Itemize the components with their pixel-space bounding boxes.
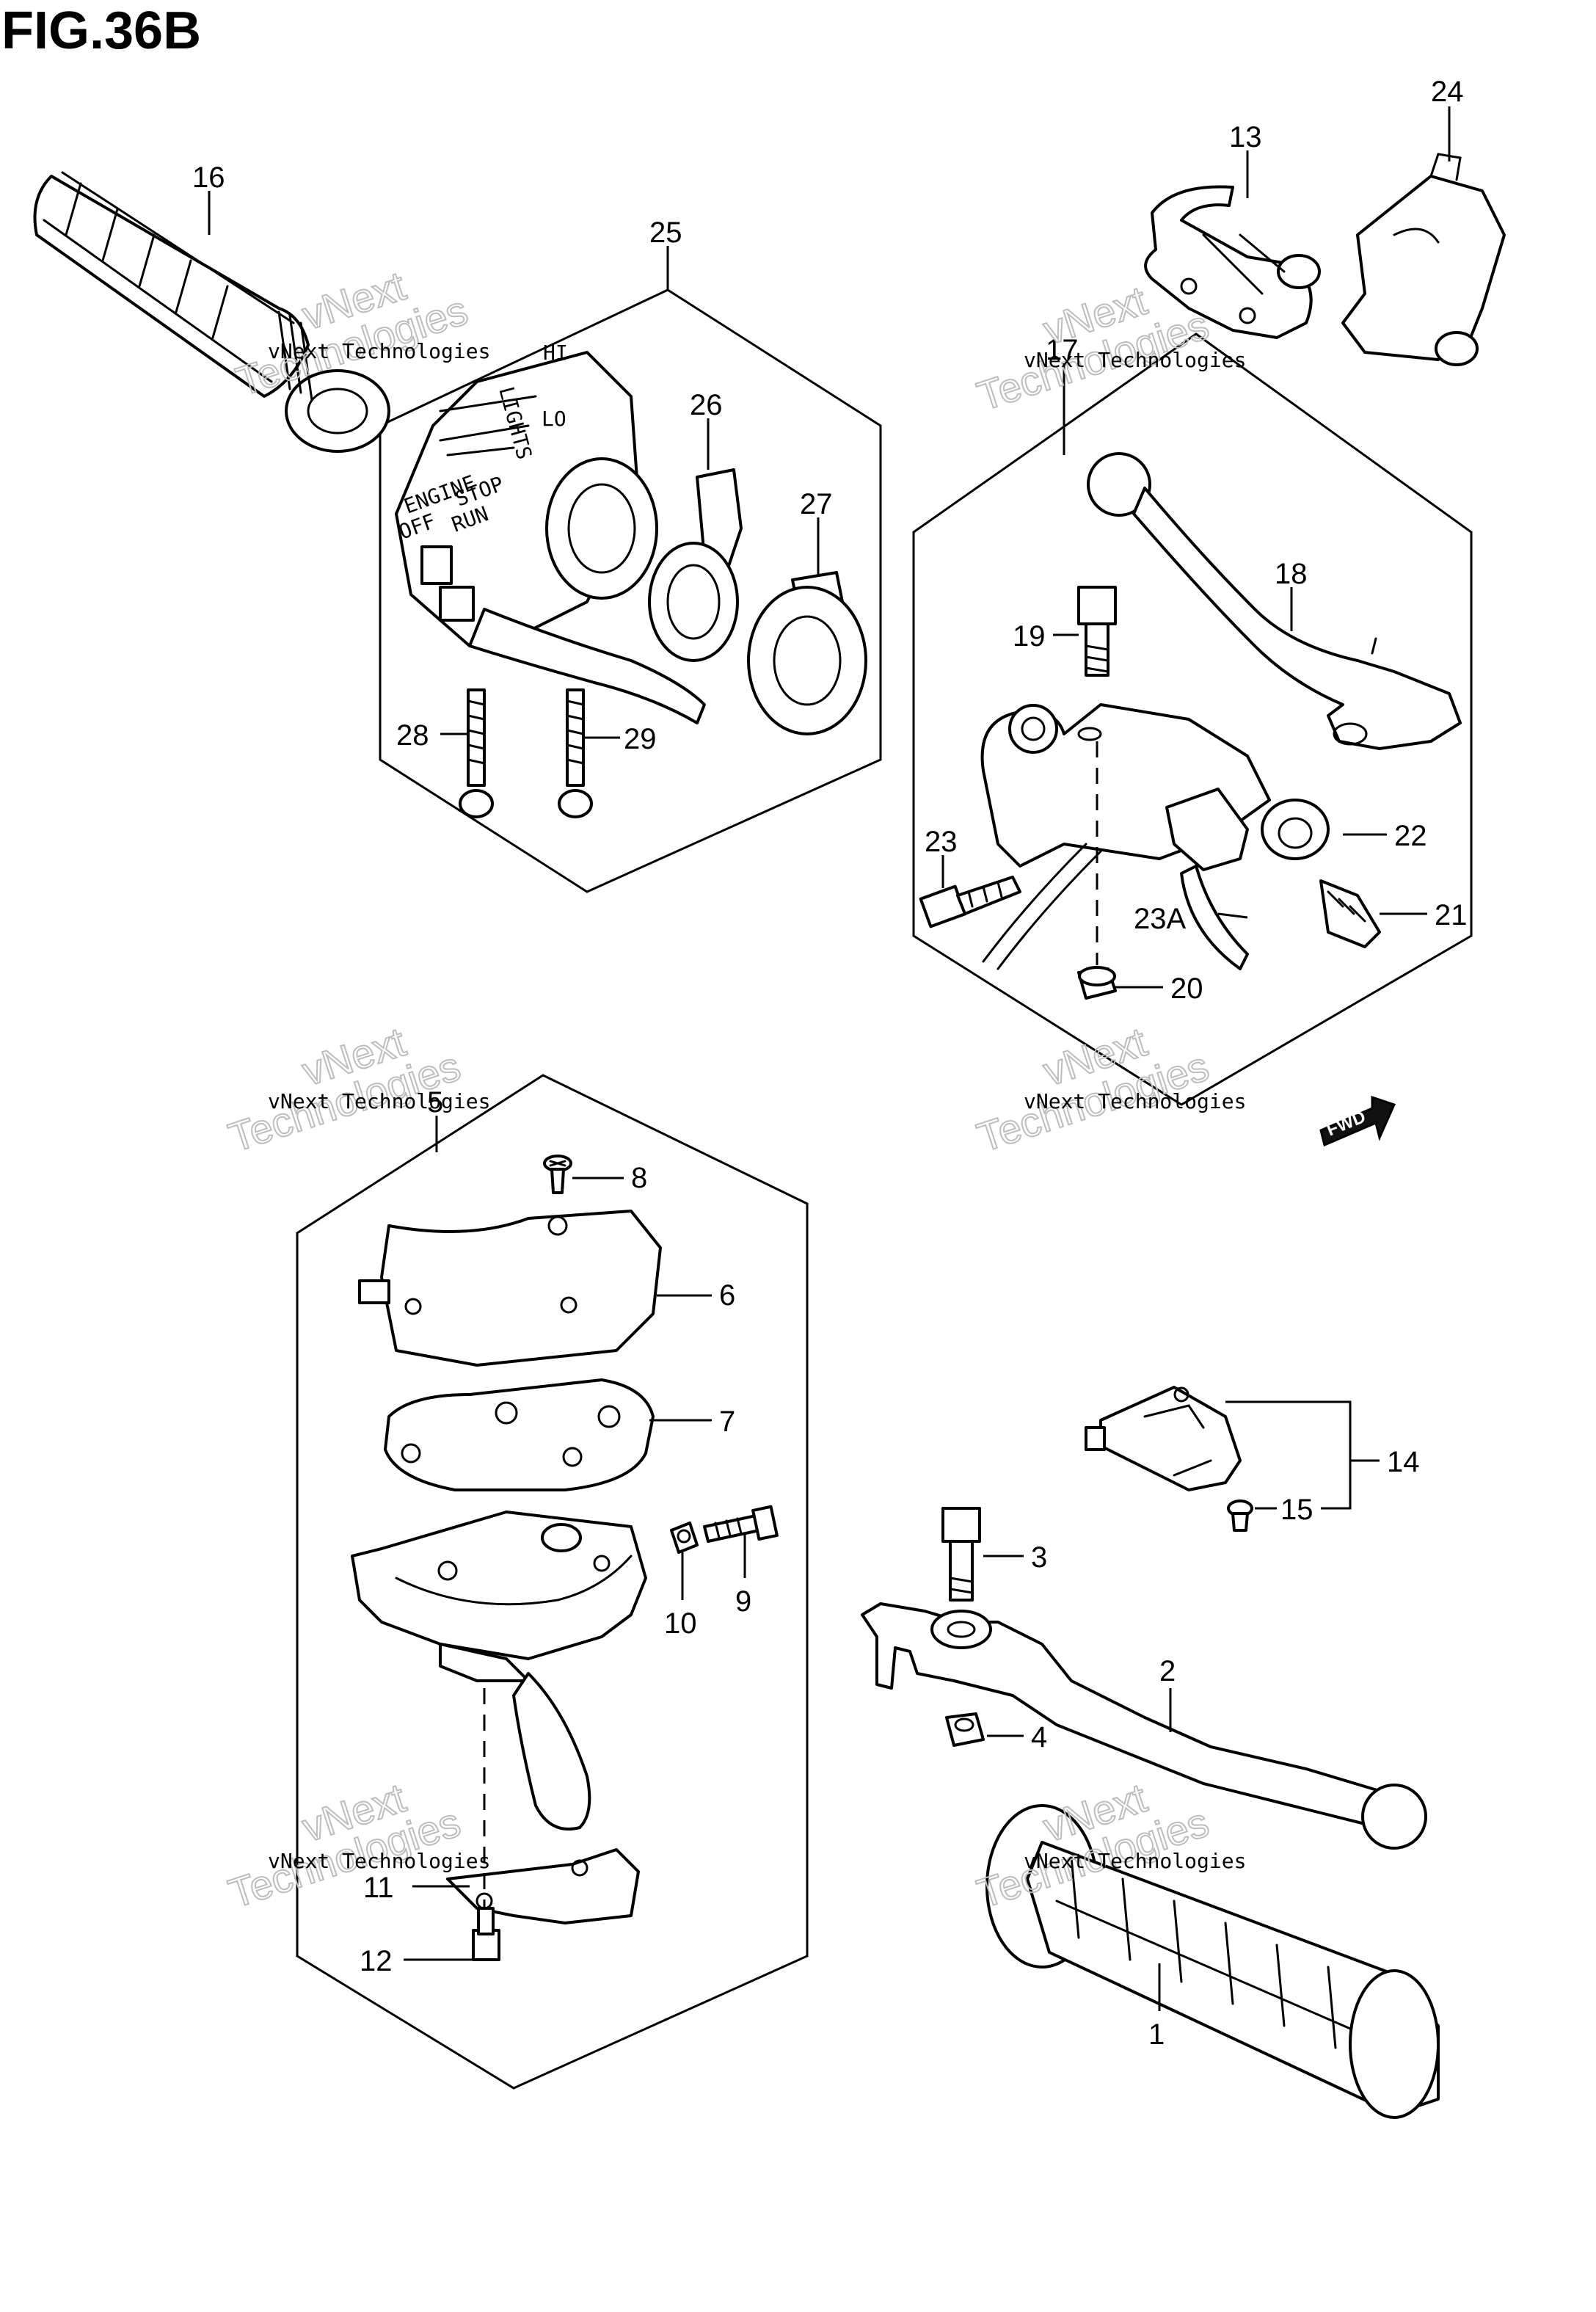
svg-text:vNext Technologies: vNext Technologies	[268, 1849, 490, 1873]
callout-24: 24	[1431, 76, 1464, 108]
figure-title: FIG.36B	[1, 1, 201, 60]
frame-brake-master-cylinder	[296, 1074, 809, 2090]
part-9-bolt	[703, 1505, 779, 1543]
part-25-handlebar-switch: ENGINE STOP OFF RUN LIGHTS HI LO	[395, 341, 706, 724]
callout-10: 10	[664, 1607, 697, 1640]
callout-15: 15	[1280, 1494, 1313, 1526]
part-29-screw	[558, 688, 593, 818]
callout-18: 18	[1275, 558, 1308, 590]
part-1-grip-right	[985, 1804, 1440, 2119]
part-2-brake-lever	[861, 1602, 1427, 1850]
part-13-choke-lever	[1144, 185, 1321, 339]
part-8-screw	[543, 1155, 572, 1194]
callout-2: 2	[1159, 1655, 1176, 1687]
svg-text:vNext Technologies: vNext Technologies	[1024, 1849, 1246, 1873]
part-14-brake-switch	[1085, 1386, 1242, 1491]
callout-4: 4	[1031, 1721, 1047, 1753]
callout-19: 19	[1013, 620, 1046, 652]
svg-text:vNext Technologies: vNext Technologies	[1024, 1089, 1246, 1113]
part-24-cover	[1341, 153, 1506, 366]
callout-12: 12	[360, 1945, 393, 1977]
callout-8: 8	[631, 1162, 647, 1194]
watermark-3: vNext Technologies vNext Technologies	[222, 1017, 490, 1161]
part-4-nut	[945, 1712, 985, 1747]
part-10-nut	[670, 1522, 699, 1554]
callout-13: 13	[1229, 121, 1262, 153]
callout-1: 1	[1148, 2018, 1165, 2051]
callout-25: 25	[649, 217, 682, 249]
callout-20: 20	[1170, 973, 1203, 1005]
part-26-throttle-lever	[648, 468, 743, 662]
callout-6: 6	[719, 1279, 735, 1312]
part-28-screw	[459, 688, 494, 818]
part-20-nut	[1077, 966, 1117, 1000]
part-16-grip-left	[33, 171, 390, 453]
part-22-clip	[1261, 799, 1330, 860]
fwd-arrow: FWD	[1319, 1095, 1396, 1147]
callout-26: 26	[690, 389, 723, 421]
part-21-adjuster	[1319, 879, 1381, 948]
part-7-gasket	[384, 1378, 655, 1491]
callout-14: 14	[1387, 1446, 1420, 1478]
part-18-clutch-lever	[1087, 452, 1462, 750]
frame-clutch-lever-assembly	[912, 332, 1473, 1106]
watermark-4: vNext Technologies vNext Technologies	[971, 1017, 1246, 1161]
leader-lines	[208, 106, 1451, 2011]
svg-text:vNext Technologies: vNext Technologies	[1024, 348, 1246, 372]
switch-label-lo: LO	[542, 407, 566, 431]
part-27-clamp	[747, 571, 867, 735]
callout-17: 17	[1046, 334, 1079, 366]
part-12-bolt	[472, 1907, 500, 1961]
callout-3: 3	[1031, 1541, 1047, 1574]
part-23-bolt	[919, 876, 1021, 928]
part-5-master-cylinder	[351, 1511, 647, 1924]
callout-23: 23	[925, 826, 958, 858]
callout-29: 29	[624, 723, 657, 755]
svg-text:vNext Technologies: vNext Technologies	[268, 339, 490, 363]
part-19-pivot-bolt	[1077, 586, 1117, 677]
part-15-screw	[1227, 1499, 1253, 1532]
callout-7: 7	[719, 1406, 735, 1438]
callout-16: 16	[192, 161, 225, 194]
callout-27: 27	[800, 488, 833, 520]
callout-23a: 23A	[1134, 903, 1186, 935]
callout-22: 22	[1394, 820, 1427, 852]
part-3-pivot-bolt	[941, 1507, 981, 1602]
switch-label-hi: HI	[543, 341, 568, 365]
svg-text:vNext Technologies: vNext Technologies	[268, 1089, 490, 1113]
part-23a-clutch-switch	[982, 788, 1249, 970]
callout-11: 11	[363, 1872, 394, 1904]
part-6-reservoir-cap	[358, 1210, 662, 1367]
callout-9: 9	[735, 1585, 751, 1618]
callout-28: 28	[396, 719, 429, 752]
callout-21: 21	[1435, 899, 1468, 931]
watermark-5: vNext Technologies vNext Technologies	[222, 1773, 490, 1917]
callout-5: 5	[427, 1086, 443, 1119]
